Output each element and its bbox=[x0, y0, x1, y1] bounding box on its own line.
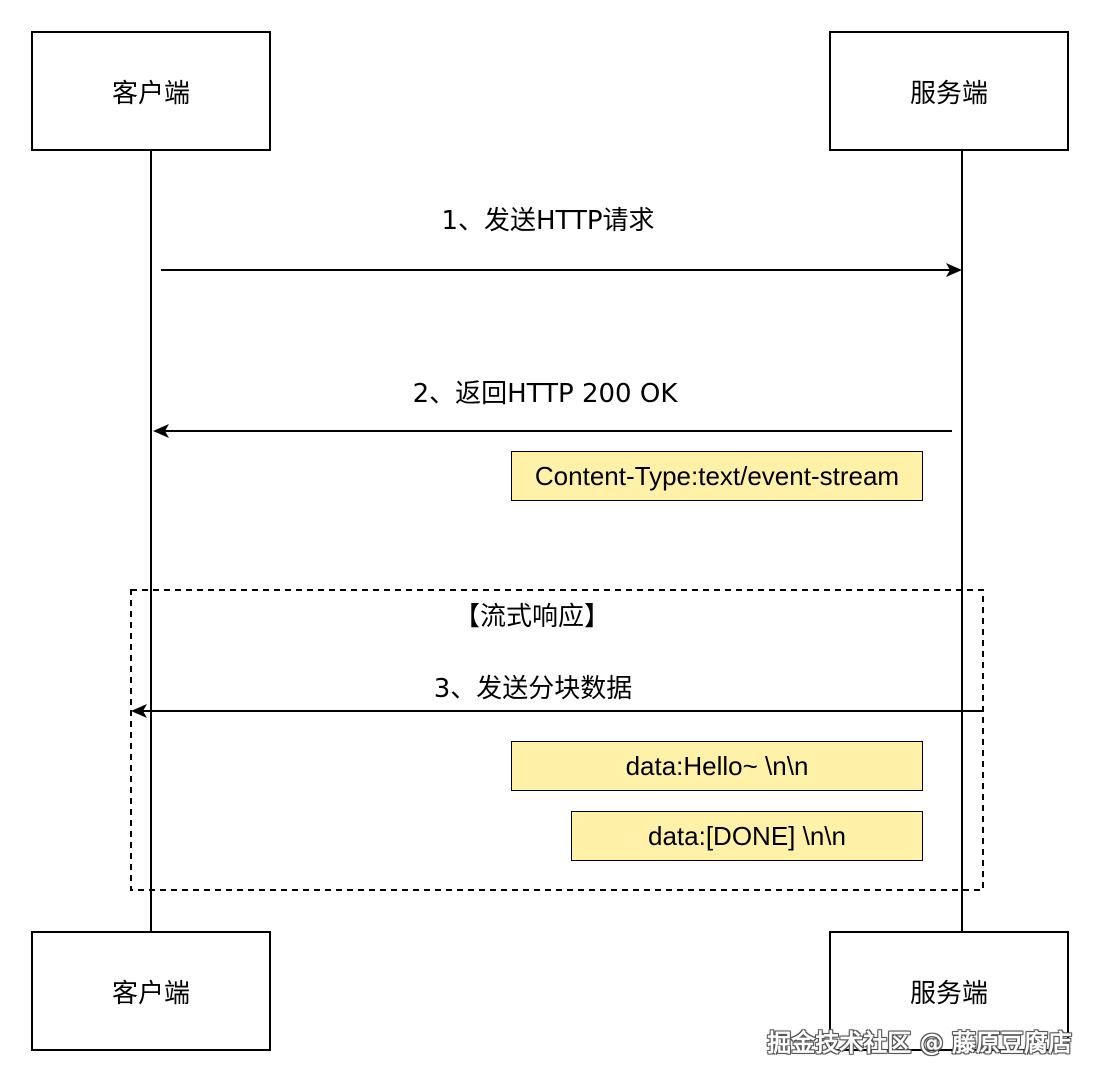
data-done-note: data:[DONE] \n\n bbox=[571, 811, 923, 861]
streaming-fragment-box bbox=[130, 589, 984, 891]
content-type-note: Content-Type:text/event-stream bbox=[511, 451, 923, 501]
response-label: 2、返回HTTP 200 OK bbox=[412, 379, 678, 409]
client-participant-bottom: 客户端 bbox=[31, 931, 271, 1051]
server-participant-bottom: 服务端 bbox=[829, 931, 1069, 1051]
request-label: 1、发送HTTP请求 bbox=[441, 206, 655, 236]
client-participant-top: 客户端 bbox=[31, 31, 271, 151]
chunks-label: 3、发送分块数据 bbox=[433, 674, 633, 704]
fragment-label: 【流式响应】 bbox=[453, 602, 610, 632]
data-hello-note: data:Hello~ \n\n bbox=[511, 741, 923, 791]
server-participant-top: 服务端 bbox=[829, 31, 1069, 151]
watermark: 掘金技术社区 @ 藤原豆腐店 bbox=[767, 1029, 1072, 1057]
